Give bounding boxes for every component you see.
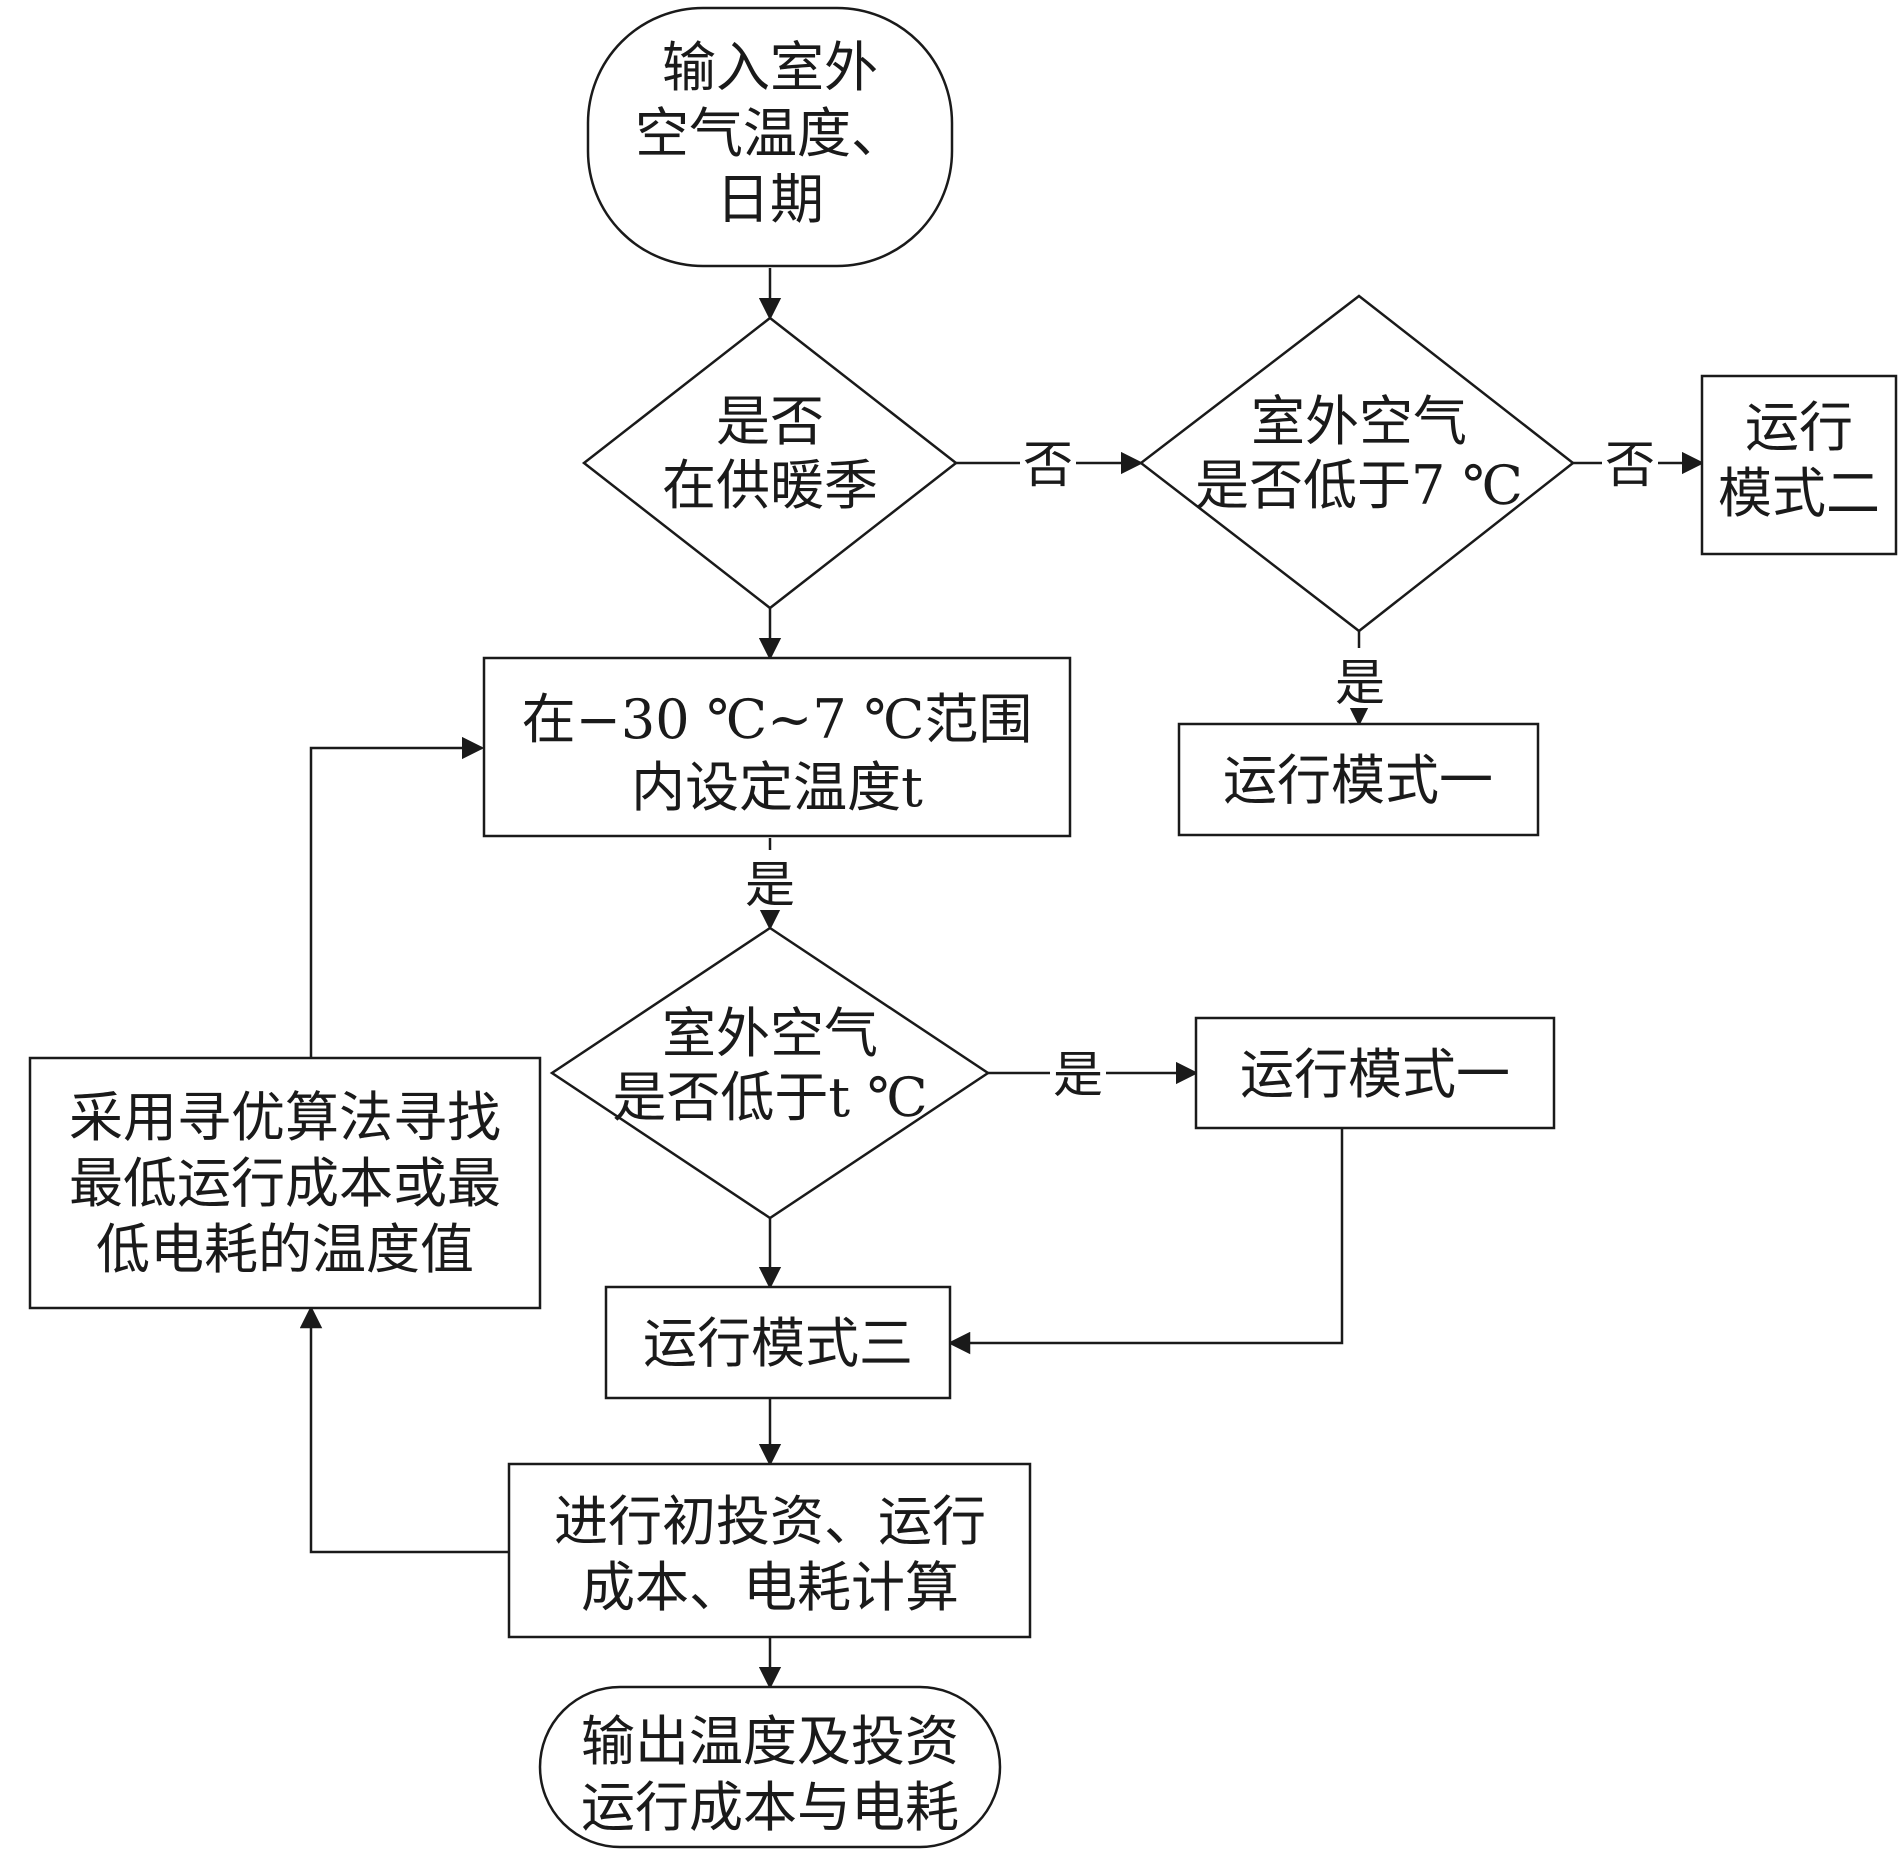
- node-mode-3: 运行模式三: [604, 1285, 952, 1400]
- node-text-line: 输入室外: [662, 36, 878, 99]
- decision-shape: [1138, 294, 1576, 633]
- node-text-line: 运行模式一: [1223, 749, 1493, 812]
- edge-calc-to-optimize: [299, 1305, 509, 1554]
- edge-label-belowt-yes: 是: [1053, 1046, 1103, 1104]
- label-bg: [742, 850, 798, 910]
- edge-labels: 否 否 是 是 是: [742, 430, 1658, 1104]
- node-text-line: 是否: [716, 390, 824, 453]
- decision-shape: [581, 316, 959, 610]
- process-shape: [1177, 722, 1540, 837]
- node-text-line: 采用寻优算法寻找: [69, 1086, 501, 1149]
- node-text-line: 室外空气: [1251, 390, 1467, 453]
- node-output: 输出温度及投资 运行成本与电耗: [538, 1685, 1002, 1849]
- node-text-line: 室外空气: [662, 1002, 878, 1065]
- process-shape: [1194, 1016, 1556, 1130]
- label-bg: [1332, 648, 1388, 708]
- node-text-line: 模式二: [1718, 462, 1880, 525]
- node-text-line: 是否低于t ℃: [612, 1066, 927, 1129]
- node-optimization: 采用寻优算法寻找 最低运行成本或最 低电耗的温度值: [28, 1056, 542, 1310]
- process-shape: [507, 1462, 1032, 1639]
- node-below-t: 室外空气 是否低于t ℃: [549, 926, 991, 1220]
- node-text-line: 最低运行成本或最: [69, 1152, 501, 1215]
- edge-optimize-to-set-t: [309, 736, 485, 1058]
- process-shape: [1700, 374, 1898, 556]
- node-heating-season: 是否 在供暖季: [581, 316, 959, 610]
- node-calculation: 进行初投资、运行 成本、电耗计算: [507, 1462, 1032, 1639]
- edge-label-heating-no: 否: [1023, 436, 1073, 494]
- node-text-line: 在供暖季: [662, 454, 878, 517]
- process-shape: [604, 1285, 952, 1400]
- node-text-line: 是否低于7 ℃: [1195, 454, 1523, 517]
- node-text-line: 成本、电耗计算: [581, 1556, 959, 1619]
- node-text-line: 运行成本与电耗: [581, 1776, 959, 1839]
- node-text-line: 在−30 ℃~7 ℃范围: [522, 688, 1033, 751]
- decision-shape: [549, 926, 991, 1220]
- node-text-line: 进行初投资、运行: [554, 1490, 986, 1553]
- process-shape: [482, 656, 1072, 838]
- terminal-shape: [538, 1685, 1002, 1849]
- edge-label-below7-no: 否: [1605, 436, 1655, 494]
- node-text-line: 运行模式一: [1240, 1043, 1510, 1106]
- node-text-line: 运行模式三: [643, 1312, 913, 1375]
- node-set-temperature: 在−30 ℃~7 ℃范围 内设定温度t: [482, 656, 1072, 838]
- process-shape: [28, 1056, 542, 1310]
- edge-mode1-to-mode3: [947, 1128, 1344, 1355]
- edge-label-set-t-yes: 是: [745, 856, 795, 914]
- label-bg: [1602, 430, 1658, 490]
- node-text-line: 内设定温度t: [631, 756, 923, 819]
- node-mode-1-top: 运行模式一: [1177, 722, 1540, 837]
- edge-label-below7-yes: 是: [1335, 654, 1385, 712]
- node-text-line: 低电耗的温度值: [96, 1218, 474, 1281]
- terminal-shape: [586, 6, 954, 268]
- node-text-line: 空气温度、: [635, 102, 905, 165]
- node-text-line: 日期: [716, 168, 824, 231]
- node-text-line: 输出温度及投资: [581, 1710, 959, 1773]
- node-below-7: 室外空气 是否低于7 ℃: [1138, 294, 1576, 633]
- label-bg: [1050, 1040, 1106, 1100]
- node-input: 输入室外 空气温度、 日期: [586, 6, 954, 268]
- node-mode-1-mid: 运行模式一: [1194, 1016, 1556, 1130]
- label-bg: [1020, 430, 1076, 490]
- node-text-line: 运行: [1745, 396, 1853, 459]
- node-mode-2: 运行 模式二: [1700, 374, 1898, 556]
